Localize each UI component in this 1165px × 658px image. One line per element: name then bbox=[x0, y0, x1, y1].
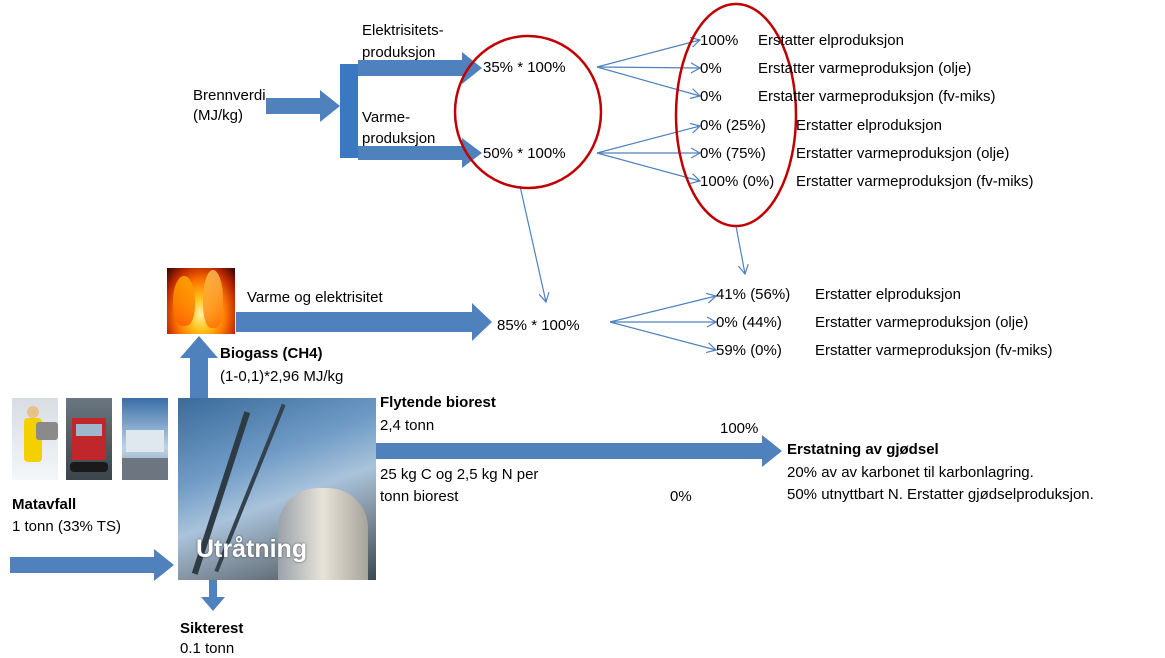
mid-outcome-text: Erstatter elproduksjon bbox=[815, 286, 961, 303]
pct-100-label: 100% bbox=[720, 420, 759, 437]
outcome-text: Erstatter elproduksjon bbox=[796, 117, 942, 134]
varme-label-line1: Varme- bbox=[362, 109, 411, 126]
biogas-plant-image bbox=[178, 398, 376, 580]
erstatning-title: Erstatning av gjødsel bbox=[787, 441, 939, 458]
garbage-truck-image bbox=[66, 398, 112, 480]
formula-ellipse bbox=[453, 34, 603, 190]
worker-image bbox=[12, 398, 58, 480]
outcome-pct: 100% (0%) bbox=[700, 173, 775, 190]
outcome-pct: 0% (75%) bbox=[700, 145, 766, 162]
el-label-line2: produksjon bbox=[362, 44, 436, 61]
mid-outcome-pct: 0% (44%) bbox=[716, 314, 782, 331]
matavfall-amount: 1 tonn (33% TS) bbox=[12, 518, 121, 535]
el-label-line1: Elektrisitets- bbox=[362, 22, 444, 39]
varme-branch-arrow bbox=[358, 138, 482, 168]
varme-el-arrow bbox=[236, 303, 492, 341]
split-bar bbox=[340, 64, 358, 158]
mid-outcome-pct: 59% (0%) bbox=[716, 342, 782, 359]
block-arrows bbox=[10, 52, 782, 611]
biogass-title: Biogass (CH4) bbox=[220, 345, 323, 362]
outcome-pct: 0% (25%) bbox=[700, 117, 766, 134]
outcome-pct: 0% bbox=[700, 60, 722, 77]
outcome-text: Erstatter elproduksjon bbox=[758, 32, 904, 49]
biogass-value: (1-0,1)*2,96 MJ/kg bbox=[220, 368, 344, 385]
outcome-text: Erstatter varmeproduksjon (fv-miks) bbox=[758, 88, 996, 105]
highlight-ellipses bbox=[453, 2, 798, 228]
sikterest-down-arrow bbox=[201, 580, 225, 611]
mid-outcome-pct: 41% (56%) bbox=[716, 286, 791, 303]
utratning-label: Utråtning bbox=[196, 535, 308, 563]
outcome-ellipse bbox=[674, 2, 798, 228]
flytende-note-line2: tonn biorest bbox=[380, 488, 459, 505]
matavfall-title: Matavfall bbox=[12, 496, 77, 513]
mid-outcome-text: Erstatter varmeproduksjon (fv-miks) bbox=[815, 342, 1053, 359]
brennverdi-line1: Brennverdi bbox=[193, 87, 266, 104]
erstatning-line2: 50% utnyttbart N. Erstatter gjødselprodu… bbox=[787, 486, 1094, 503]
el-formula: 35% * 100% bbox=[483, 59, 566, 76]
pct-0-label: 0% bbox=[670, 488, 692, 505]
sikterest-amount: 0.1 tonn bbox=[180, 640, 235, 657]
thin-arrows bbox=[519, 36, 749, 354]
flytende-amount: 2,4 tonn bbox=[380, 417, 435, 434]
biogas-up-arrow bbox=[180, 336, 218, 398]
flytende-arrow bbox=[376, 435, 782, 467]
brennverdi-line2: (MJ/kg) bbox=[193, 107, 243, 124]
outcome-pct: 0% bbox=[700, 88, 722, 105]
mid-outcome-text: Erstatter varmeproduksjon (olje) bbox=[815, 314, 1029, 331]
varme-label-line2: produksjon bbox=[362, 130, 436, 147]
combined-formula: 85% * 100% bbox=[497, 317, 580, 334]
brennverdi-arrow bbox=[266, 90, 340, 122]
sikterest-title: Sikterest bbox=[180, 620, 244, 637]
outcome-text: Erstatter varmeproduksjon (olje) bbox=[758, 60, 972, 77]
varme-formula: 50% * 100% bbox=[483, 145, 566, 162]
flytende-title: Flytende biorest bbox=[380, 394, 496, 411]
varme-og-el-label: Varme og elektrisitet bbox=[247, 289, 383, 306]
matavfall-arrow bbox=[10, 549, 174, 581]
fire-image bbox=[167, 268, 235, 334]
outcome-text: Erstatter varmeproduksjon (fv-miks) bbox=[796, 173, 1034, 190]
outcome-pct: 100% bbox=[700, 32, 739, 49]
erstatning-line1: 20% av av karbonet til karbonlagring. bbox=[787, 464, 1034, 481]
el-branch-arrow bbox=[358, 52, 482, 84]
outcome-text: Erstatter varmeproduksjon (olje) bbox=[796, 145, 1010, 162]
flytende-note-line1: 25 kg C og 2,5 kg N per bbox=[380, 466, 539, 483]
truck-image bbox=[122, 398, 168, 480]
